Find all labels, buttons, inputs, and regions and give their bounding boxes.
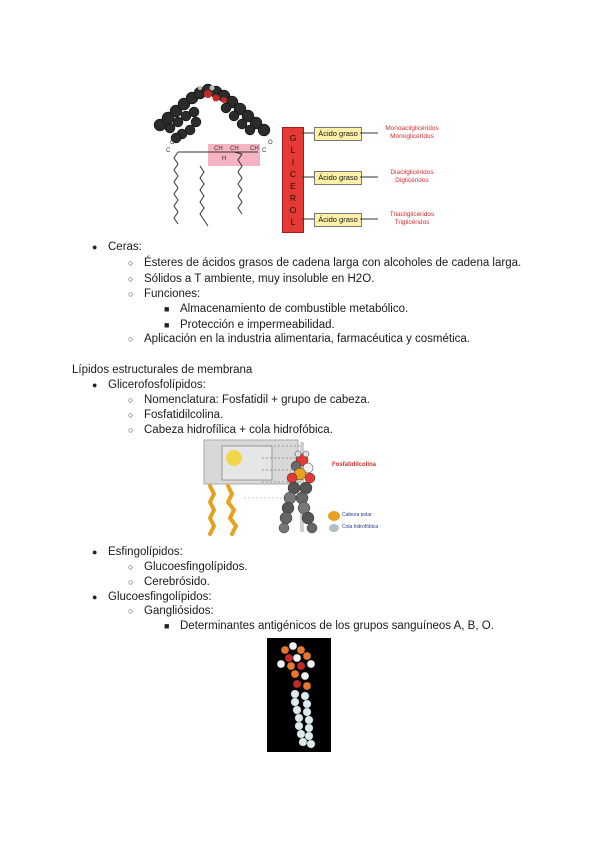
ceras-item: Funciones: xyxy=(144,288,201,300)
result-label-line: Diglicéridos xyxy=(395,177,429,184)
glycerol-connector-lines xyxy=(302,132,314,220)
glycerol-letter: L xyxy=(290,217,296,227)
bullet-circle: ○ xyxy=(128,562,134,572)
section-title: Lípidos estructurales de membrana xyxy=(72,364,253,376)
result-label-line: Monoacilglicéridos xyxy=(385,125,439,132)
funcion-item: Almacenamiento de combustible metabólico… xyxy=(180,303,409,315)
glycerol-letter: O xyxy=(289,205,297,215)
svg-text:CH: CH xyxy=(230,146,239,152)
bullet-circle: ○ xyxy=(128,606,134,616)
glicero-item: Nomenclatura: Fosfatidil + grupo de cabe… xyxy=(144,394,370,406)
bullet-disc: ● xyxy=(92,380,98,390)
svg-text:C: C xyxy=(262,148,267,154)
esfingo-item: Cerebrósido. xyxy=(144,576,210,588)
result-label-line: Triglicéridos xyxy=(394,219,430,226)
ceras-aplicacion: Aplicación en la industria alimentaria, … xyxy=(144,333,470,345)
bullet-circle: ○ xyxy=(128,395,134,405)
result-connector-lines xyxy=(360,132,378,220)
svg-text:CH: CH xyxy=(250,146,259,152)
ganglioside-molecule-illustration xyxy=(276,641,316,749)
acid-box-3: Ácido graso xyxy=(314,213,362,227)
ganglioside-figure xyxy=(267,638,331,752)
bullet-disc: ● xyxy=(92,592,98,602)
phosphatidylcholine-figure: Fosfatidilcolina Cabeza polar Cola hidro… xyxy=(200,438,410,538)
ceras-item: Ésteres de ácidos grasos de cadena larga… xyxy=(144,257,522,269)
gangliosidos-title: Gangliósidos: xyxy=(144,605,214,617)
esfingo-item: Glucoesfingolípidos. xyxy=(144,561,248,573)
bullet-circle: ○ xyxy=(128,258,134,268)
phosphatidylcholine-illustration xyxy=(203,439,340,536)
bullet-circle: ○ xyxy=(128,425,134,435)
glycerol-letter: G xyxy=(289,133,297,143)
glicero-item: Fosfatidilcolina. xyxy=(144,409,224,421)
result-label-tri: Triacilglicéridos Triglicéridos xyxy=(382,211,442,227)
result-label-mono: Monoacilglicéridos Monoglicéridos xyxy=(382,125,442,141)
result-label-line: Diacilglicéridos xyxy=(390,169,434,176)
bullet-circle: ○ xyxy=(128,577,134,587)
acid-box-1: Ácido graso xyxy=(314,127,362,141)
bullet-circle: ○ xyxy=(128,410,134,420)
gangliosidos-detail: Determinantes antigénicos de los grupos … xyxy=(180,620,494,632)
result-label-line: Monoglicéridos xyxy=(390,133,434,140)
bullet-circle: ○ xyxy=(128,289,134,299)
label-polar-head: Cabeza polar xyxy=(342,512,372,518)
ceras-item: Sólidos a T ambiente, muy insoluble en H… xyxy=(144,273,375,285)
funcion-item: Protección e impermeabilidad. xyxy=(180,319,335,331)
bullet-square: ■ xyxy=(164,304,170,314)
glucoesfingolipidos-title: Glucoesfingolípidos: xyxy=(108,591,212,603)
bullet-circle: ○ xyxy=(128,334,134,344)
bullet-circle: ○ xyxy=(128,274,134,284)
glycerol-letter: C xyxy=(289,169,297,179)
bullet-square: ■ xyxy=(164,320,170,330)
result-label-line: Triacilglicéridos xyxy=(389,211,435,218)
svg-text:H: H xyxy=(222,156,226,162)
glycerol-letter: R xyxy=(289,193,297,203)
svg-text:O: O xyxy=(268,140,273,146)
label-hydrophobic-tail: Cola hidrofóbica xyxy=(342,524,379,530)
glycerol-letter: I xyxy=(291,157,295,167)
glycerol-box: G L I C E R O L xyxy=(282,127,304,233)
glicerofosfolipidos-title: Glicerofosfolípidos: xyxy=(108,379,206,391)
result-label-di: Diacilglicéridos Diglicéridos xyxy=(382,169,442,185)
glycerol-letter: L xyxy=(290,145,296,155)
acid-box-2: Ácido graso xyxy=(314,171,362,185)
glycerol-letter: E xyxy=(290,181,296,191)
glicero-item: Cabeza hidrofílica + cola hidrofóbica. xyxy=(144,424,333,436)
bullet-disc: ● xyxy=(92,242,98,252)
svg-text:CH: CH xyxy=(214,146,223,152)
esfingolipidos-title: Esfingolípidos: xyxy=(108,546,183,558)
bullet-square: ■ xyxy=(164,621,170,631)
bullet-disc: ● xyxy=(92,547,98,557)
ceras-title: Ceras: xyxy=(108,241,142,253)
svg-text:O: O xyxy=(170,140,175,146)
svg-text:C: C xyxy=(166,148,171,154)
label-phosphatidylcholine: Fosfatidilcolina xyxy=(332,462,377,468)
